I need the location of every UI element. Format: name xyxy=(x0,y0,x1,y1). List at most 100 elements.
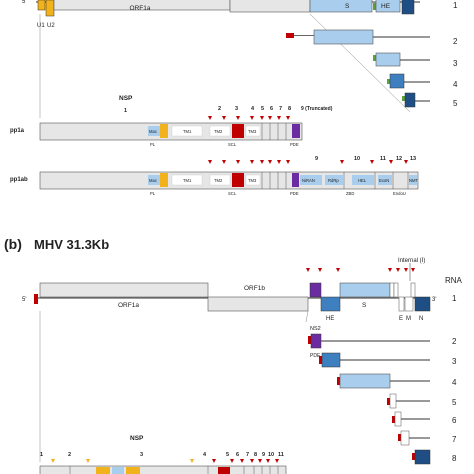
bottom-rna-3: 3 xyxy=(452,357,457,366)
pp1ab-arrows xyxy=(208,160,408,164)
pp1a-mac xyxy=(148,126,160,136)
bottom-nsp-2: 2 xyxy=(68,452,71,458)
pp1ab-nmt xyxy=(409,175,417,185)
bottom-sgrna-7: 7 xyxy=(398,430,457,446)
top-rna-5: 5 xyxy=(453,99,458,108)
bottom-nsp-label: NSP xyxy=(130,435,144,442)
pp1ab-red xyxy=(232,173,244,187)
bottom-e-box xyxy=(398,296,405,312)
bottom-orf1a-label: ORF1a xyxy=(118,302,139,309)
bottom-pp-arrows xyxy=(51,459,279,463)
svg-text:ZBD: ZBD xyxy=(346,191,354,196)
top-nsp-label: NSP xyxy=(119,95,133,102)
pp1ab-tm2 xyxy=(209,174,231,186)
bottom-sgrna-5: 5 xyxy=(387,393,457,409)
bottom-e-label: E xyxy=(399,316,403,322)
pp1a-orange xyxy=(160,124,168,138)
top-orf1b-box xyxy=(229,0,311,13)
top-nsp-3: 3 xyxy=(235,106,238,112)
svg-text:SCL: SCL xyxy=(228,142,237,147)
top-nsp-2: 2 xyxy=(218,106,221,112)
bottom-rna-7: 7 xyxy=(452,435,457,444)
bottom-nsp-1: 1 xyxy=(40,452,43,458)
bottom-sgrna-3: 3 xyxy=(319,352,457,368)
svg-text:PL: PL xyxy=(150,142,156,147)
bottom-n-box xyxy=(414,296,431,312)
svg-text:NMT: NMT xyxy=(409,178,419,183)
bottom-ns2-label: NS2 xyxy=(310,326,321,332)
bottom-genome-arrows xyxy=(306,268,415,272)
top-u1-label: U1 xyxy=(37,23,45,29)
bottom-nsp-10: 10 xyxy=(268,452,274,458)
bottom-nsp-7: 7 xyxy=(246,452,249,458)
top-rna-1: 1 xyxy=(453,1,458,10)
svg-text:TM3: TM3 xyxy=(248,129,257,134)
bottom-rna-4: 4 xyxy=(452,378,457,387)
pp1ab-nsp-11: 11 xyxy=(380,156,386,162)
bottom-sgrna-2: 2 xyxy=(308,333,457,349)
svg-text:TM2: TM2 xyxy=(214,178,223,183)
bottom-rna-2: 2 xyxy=(452,337,457,346)
top-nsp-5: 5 xyxy=(261,106,264,112)
top-sgrna-5: 5 xyxy=(402,92,458,108)
svg-text:Mac: Mac xyxy=(149,178,157,183)
top-u1-box xyxy=(37,0,46,11)
pp1ab-niran xyxy=(300,175,322,185)
svg-text:EndoU: EndoU xyxy=(393,191,406,196)
top-nsp-9-trunc: 9 (Truncated) xyxy=(301,106,333,112)
bottom-rna-1: 1 xyxy=(452,294,457,303)
top-nsp-7: 7 xyxy=(279,106,282,112)
bottom-sgrna-6: 6 xyxy=(392,411,457,427)
bottom-nsp-5: 5 xyxy=(226,452,229,458)
top-rna-4: 4 xyxy=(453,80,458,89)
pp1a-tm3 xyxy=(245,125,261,137)
bottom-pp1a-bar xyxy=(39,465,287,474)
bottom-sgrna-8: 8 xyxy=(412,449,457,465)
pp1a-tm1 xyxy=(171,125,203,137)
top-s-box xyxy=(309,0,373,13)
bottom-n-label: N xyxy=(419,316,423,322)
top-nsp-8: 8 xyxy=(288,106,291,112)
top-five-prime: 5' xyxy=(22,0,26,5)
bottom-internal-label: Internal (I) xyxy=(398,258,425,264)
top-u2-box xyxy=(45,0,55,17)
pp1ab-nsp-10: 10 xyxy=(354,156,360,162)
bottom-leader xyxy=(34,294,38,304)
pp1ab-label: pp1ab xyxy=(10,177,28,183)
top-rna-2: 2 xyxy=(453,37,458,46)
bottom-panel: (b) MHV 31.3Kb Internal (I) RNA 5' ORF1a… xyxy=(4,236,463,474)
svg-text:SCL: SCL xyxy=(228,191,237,196)
bottom-nsp-4: 4 xyxy=(203,452,207,458)
svg-text:ExoN: ExoN xyxy=(379,178,389,183)
pp1ab-nsp-9: 9 xyxy=(315,156,318,162)
bottom-rna-5: 5 xyxy=(452,398,457,407)
bottom-five-prime: 5' xyxy=(22,297,26,303)
top-panel: 5' U1 U2 ORF1a S HE 1 2 3 xyxy=(10,0,458,196)
bottom-s-label: S xyxy=(362,302,367,309)
top-rna-3: 3 xyxy=(453,59,458,68)
top-s-label: S xyxy=(345,3,350,10)
top-sgrna-2: 2 xyxy=(286,29,458,46)
svg-text:PDE: PDE xyxy=(290,142,299,147)
svg-text:TM3: TM3 xyxy=(248,178,257,183)
bottom-s-box xyxy=(339,282,391,298)
bottom-nsp-6: 6 xyxy=(236,452,239,458)
pp1ab-mac xyxy=(148,175,160,185)
bottom-sgrna-4: 4 xyxy=(337,373,457,389)
pp1ab-exon xyxy=(378,175,392,185)
pp1ab-orange xyxy=(160,173,168,187)
top-green-box xyxy=(373,3,376,10)
bottom-m-box xyxy=(404,296,414,312)
pp1ab-nsp-13: 13 xyxy=(410,156,416,162)
top-u2-label: U2 xyxy=(47,23,55,29)
top-sgrna-4: 4 xyxy=(387,73,458,89)
svg-text:Mac: Mac xyxy=(149,129,157,134)
svg-text:NiRAN: NiRAN xyxy=(302,178,315,183)
bottom-orf1b-box xyxy=(207,296,309,312)
top-orf1a-label: ORF1a xyxy=(130,5,151,12)
pp1a-arrows xyxy=(208,116,290,120)
bottom-4a-box xyxy=(389,282,395,298)
top-sgrna-3: 3 xyxy=(373,52,458,68)
bottom-pde-label: PDE xyxy=(310,353,321,359)
